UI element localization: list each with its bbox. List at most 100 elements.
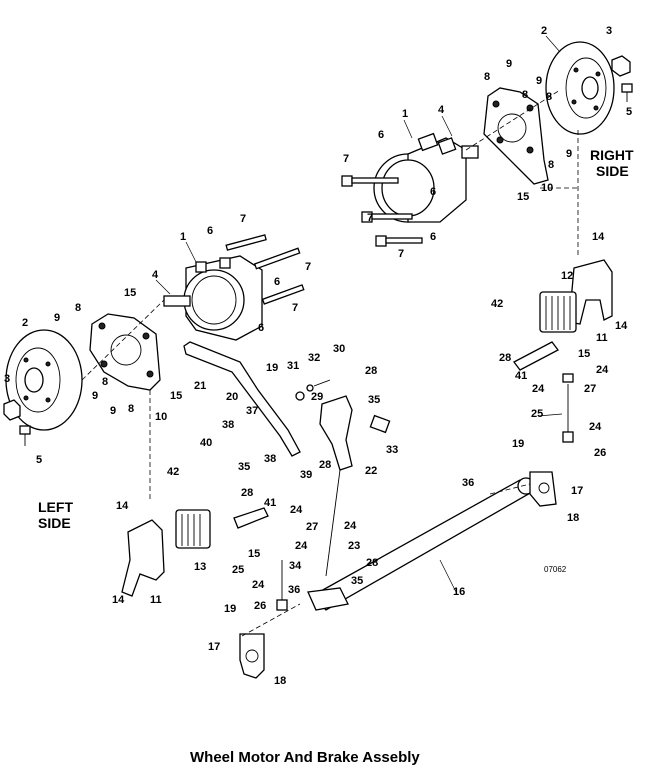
callout: 14 [615,320,628,332]
callout: 28 [365,365,377,377]
callout: 6 [207,225,213,237]
callout: 24 [344,520,357,532]
left-wheel-motor-assembly [3,234,305,500]
left-side-label-line2: SIDE [38,515,71,531]
left-wheel-motor [163,255,263,341]
brake-pedal-lever-22 [319,395,353,471]
right-motor-bolts [341,175,423,247]
left-brake-caliper [175,509,211,549]
callout: 28 [366,557,378,569]
right-mount-plate [483,87,549,185]
callout: 24 [290,504,303,516]
callout: 9 [110,405,116,417]
left-motor-bolts [225,234,305,305]
callout: 5 [36,454,42,466]
callout: 8 [546,91,552,103]
callout: 23 [348,540,360,552]
callout: 17 [208,641,220,653]
right-side-label-line2: SIDE [596,163,629,179]
left-mount-plate [89,313,161,391]
callout: 8 [548,159,554,171]
callout: 6 [378,129,384,141]
callout: 42 [491,298,503,310]
callout: 6 [430,186,436,198]
callout: 7 [292,302,298,314]
callout: 15 [517,191,529,203]
callout: 30 [333,343,345,355]
callout: 8 [522,89,528,101]
callout: 28 [319,459,331,471]
callout: 18 [567,512,579,524]
callout: 29 [311,391,323,403]
callout: 8 [102,376,108,388]
shaft-bracket-17-right [529,471,557,507]
diagram-caption: Wheel Motor And Brake Assebly [190,749,420,766]
callout: 1 [402,108,408,120]
leader-lines [155,35,563,593]
callout: 35 [351,575,363,587]
brake-rod-21 [183,341,301,457]
callout: 19 [224,603,236,615]
left-hub-nut [3,399,21,421]
callout: 11 [150,594,162,606]
callout: 28 [499,352,511,364]
callout: 7 [240,213,246,225]
callout: 15 [170,390,182,402]
brake-rod-34 [325,469,341,577]
callout: 19 [266,362,278,374]
callout: 31 [287,360,299,372]
right-side-label-line1: RIGHT [590,147,634,163]
callout: 14 [116,500,129,512]
drawing-code: 07062 [544,565,567,574]
callout: 16 [453,586,465,598]
callout: 13 [194,561,206,573]
callout: 3 [606,25,612,37]
callout: 7 [343,153,349,165]
callout: 4 [152,269,159,281]
right-brake-caliper [539,291,577,333]
callout: 9 [506,58,512,70]
callout: 40 [200,437,212,449]
callout: 39 [300,469,312,481]
callout: 2 [541,25,547,37]
callout: 10 [155,411,167,423]
callout: 27 [306,521,318,533]
callout: 34 [289,560,302,572]
callout-labels: 2 3 5 9 8 9 8 8 9 8 10 15 1 4 6 6 6 7 7 … [4,25,632,687]
right-wheel-motor [373,132,479,223]
callout: 12 [561,270,573,282]
callout: 10 [541,182,553,194]
left-brake-bracket [121,519,165,597]
brake-linkage-assembly [183,341,391,577]
callout: 11 [596,332,608,344]
right-brake-hub [545,41,615,135]
right-brake-link [513,341,559,371]
callout: 36 [462,477,474,489]
callout: 24 [589,421,602,433]
callout: 3 [4,373,10,385]
callout: 8 [128,403,134,415]
callout: 25 [232,564,244,576]
callout: 6 [258,322,264,334]
callout: 7 [305,261,311,273]
callout: 26 [254,600,266,612]
callout: 35 [368,394,380,406]
cross-shaft-16 [307,477,535,611]
callout: 42 [167,466,179,478]
callout: 15 [578,348,590,360]
callout: 6 [274,276,280,288]
callout: 14 [112,594,125,606]
right-hub-bolt [621,83,633,102]
callout: 21 [194,380,206,392]
callout: 37 [246,405,258,417]
right-wheel-motor-assembly [341,41,633,256]
callout: 7 [398,248,404,260]
callout: 41 [264,497,276,509]
callout: 9 [54,312,60,324]
callout: 35 [238,461,250,473]
callout: 1 [180,231,186,243]
callout: 36 [288,584,300,596]
callout: 28 [241,487,253,499]
callout: 9 [92,390,98,402]
